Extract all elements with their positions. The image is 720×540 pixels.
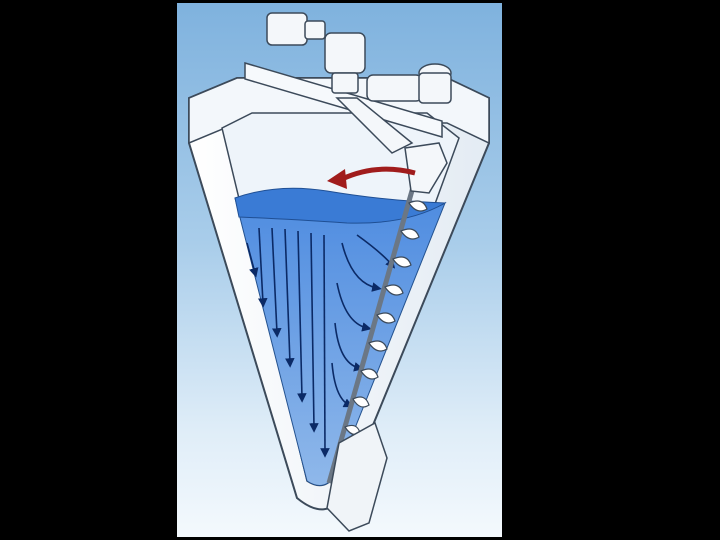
mixer-diagram xyxy=(177,3,502,537)
flow-arrow-icon xyxy=(324,235,325,453)
mixer-diagram-panel xyxy=(177,3,502,537)
